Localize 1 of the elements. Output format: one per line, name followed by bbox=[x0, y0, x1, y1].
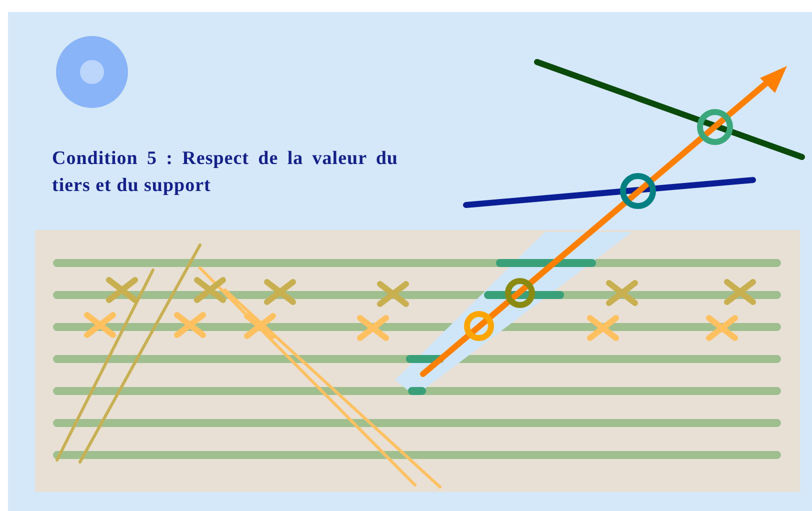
title: Condition 5 : Respect de la valeur du tiers et du support bbox=[52, 147, 398, 198]
